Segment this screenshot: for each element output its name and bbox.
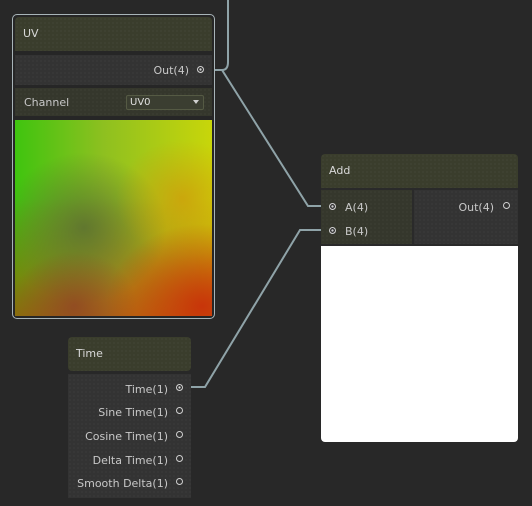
- time-output-smooth-delta-port[interactable]: [176, 478, 183, 485]
- uv-preview: [15, 120, 212, 316]
- add-node-header[interactable]: Add: [321, 154, 518, 188]
- uv-output-row: [15, 55, 212, 85]
- uv-node-title: UV: [23, 27, 39, 40]
- time-output-sine-port[interactable]: [176, 407, 183, 414]
- uv-channel-value: UV0: [130, 97, 151, 108]
- time-output-cosine-label: Cosine Time(1): [85, 430, 168, 443]
- time-output-delta-port[interactable]: [176, 455, 183, 462]
- add-input-b-port[interactable]: [329, 227, 336, 234]
- chevron-down-icon: [193, 100, 199, 104]
- time-node-header[interactable]: Time: [68, 337, 191, 371]
- wire-uv-out-to-add-a: [205, 69, 332, 207]
- add-output-port[interactable]: [503, 202, 510, 209]
- add-input-b-label: B(4): [345, 225, 369, 238]
- time-outputs-panel: [68, 374, 191, 498]
- uv-output-label: Out(4): [153, 64, 189, 77]
- add-input-a-label: A(4): [345, 201, 369, 214]
- uv-channel-dropdown[interactable]: UV0: [126, 95, 204, 110]
- add-outputs-panel: [414, 190, 518, 244]
- add-node-title: Add: [329, 164, 351, 177]
- time-output-smooth-delta-label: Smooth Delta(1): [77, 477, 168, 490]
- uv-node-header[interactable]: UV: [15, 17, 212, 51]
- add-inputs-panel: [321, 190, 412, 244]
- time-output-delta-label: Delta Time(1): [92, 454, 168, 467]
- time-output-sine-label: Sine Time(1): [98, 406, 168, 419]
- time-node-title: Time: [76, 347, 103, 360]
- time-output-time-port[interactable]: [176, 384, 183, 391]
- add-preview: [321, 246, 518, 442]
- time-output-time-label: Time(1): [125, 383, 168, 396]
- add-input-a-port[interactable]: [329, 203, 336, 210]
- add-output-label: Out(4): [458, 201, 494, 214]
- time-output-cosine-port[interactable]: [176, 431, 183, 438]
- uv-output-port[interactable]: [197, 66, 204, 73]
- uv-channel-label: Channel: [24, 96, 70, 109]
